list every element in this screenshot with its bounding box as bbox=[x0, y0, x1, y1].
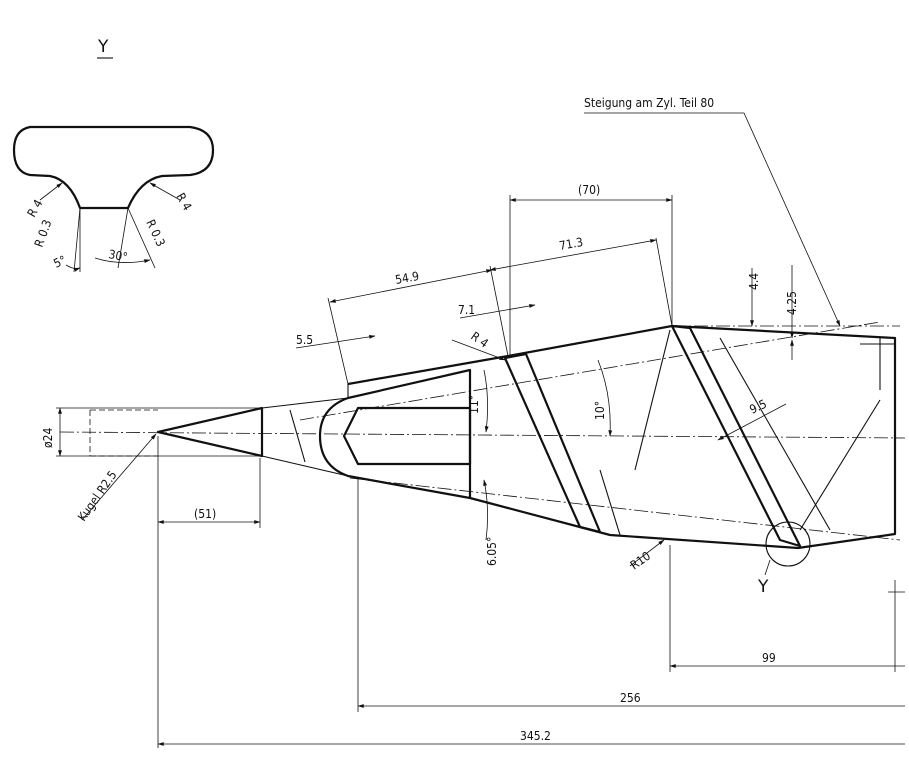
dim-54-9-line bbox=[329, 269, 493, 303]
detail-r4-left-leader bbox=[39, 182, 63, 201]
detail-r4-right-leader bbox=[149, 182, 181, 201]
detail-leader-left bbox=[73, 207, 81, 273]
dim-54-9-ext bbox=[327, 297, 349, 385]
dim-7-1: 7.1 bbox=[458, 303, 475, 317]
thread-note: Steigung am Zyl. Teil 80 bbox=[584, 96, 714, 110]
detail-y-callout-circle bbox=[765, 521, 811, 567]
dim-256: 256 bbox=[620, 691, 641, 705]
detail-y-callout-leader bbox=[764, 559, 771, 576]
dim-54-9: 54.9 bbox=[394, 269, 420, 287]
dim-99: 99 bbox=[762, 651, 776, 665]
detail-leader-right-b bbox=[117, 207, 129, 269]
dim-9-5-line bbox=[717, 403, 787, 441]
dim-dia24: ø24 bbox=[41, 428, 55, 448]
dim-7-1-line bbox=[459, 304, 536, 319]
thread-ridge-2 bbox=[670, 324, 802, 548]
detail-angle-30: 30° bbox=[107, 247, 128, 264]
dim-71-3: 71.3 bbox=[558, 235, 584, 253]
tip-top-edge bbox=[261, 397, 349, 409]
dim-5-5-line bbox=[295, 334, 376, 349]
dim-71-3-ext bbox=[655, 237, 673, 327]
tip-facet-line bbox=[289, 409, 306, 463]
hub-section bbox=[318, 368, 472, 500]
dim-r10-leader bbox=[629, 539, 665, 567]
dim-11deg-arc bbox=[483, 369, 489, 433]
detail-r4-left: R 4 bbox=[24, 197, 45, 220]
dim-51: (51) bbox=[194, 507, 216, 521]
dim-71-3-line bbox=[489, 239, 657, 271]
detail-r03-left: R 0.3 bbox=[32, 218, 55, 249]
thread-ridge-1 bbox=[503, 352, 602, 534]
dim-4-25: 4.25 bbox=[785, 291, 799, 315]
dim-kugel: Kugel R2.5 bbox=[75, 468, 120, 523]
tip-cone bbox=[156, 406, 264, 458]
dim-11deg: 11° bbox=[467, 395, 481, 414]
main-centerline bbox=[59, 431, 906, 439]
dim-10deg-arc bbox=[597, 359, 613, 437]
pitch-line-top bbox=[299, 321, 881, 421]
shaft-hidden-outline bbox=[89, 409, 158, 457]
detail-r03-right: R 0.3 bbox=[143, 217, 168, 248]
pitch-line-bottom bbox=[349, 477, 901, 541]
dim-6-05: 6.05° bbox=[485, 537, 499, 566]
dim-r4-leader bbox=[451, 339, 506, 361]
body-construct-2 bbox=[634, 329, 671, 471]
dim-5-5: 5.5 bbox=[296, 333, 313, 347]
tip-bottom-edge bbox=[261, 455, 349, 477]
dim-345-2: 345.2 bbox=[520, 729, 551, 743]
detail-y-callout-label: Y bbox=[757, 577, 769, 597]
main-body-outline bbox=[347, 324, 897, 550]
body-construct-1 bbox=[599, 469, 621, 536]
detail-angle-arc-30 bbox=[94, 257, 151, 264]
dim-6-05-arc bbox=[483, 479, 488, 541]
dim-4-4: 4.4 bbox=[747, 273, 761, 290]
dim-kugel-leader bbox=[81, 433, 157, 521]
detail-angle-arc-5 bbox=[65, 264, 81, 272]
hub-bore bbox=[342, 406, 472, 466]
detail-leader-right bbox=[127, 207, 156, 269]
dim-70: (70) bbox=[578, 183, 600, 197]
main-view: Y Steigung am Zyl. Teil 80 (70) 71.3 54.… bbox=[41, 96, 906, 748]
detail-y: Y R 4 R 4 R 0.3 R 0.3 5° 30° bbox=[12, 37, 215, 273]
thread-note-leader bbox=[584, 112, 841, 327]
body-construct-3 bbox=[799, 399, 881, 531]
detail-r4-right: R 4 bbox=[173, 191, 194, 214]
detail-view-label: Y bbox=[97, 37, 109, 57]
body-construct-4 bbox=[719, 337, 831, 531]
dim-9-5: 9.5 bbox=[747, 397, 768, 417]
detail-angle-5: 5° bbox=[51, 253, 68, 271]
dim-10deg: 10° bbox=[593, 401, 607, 420]
dim-r10: R10 bbox=[628, 549, 654, 573]
